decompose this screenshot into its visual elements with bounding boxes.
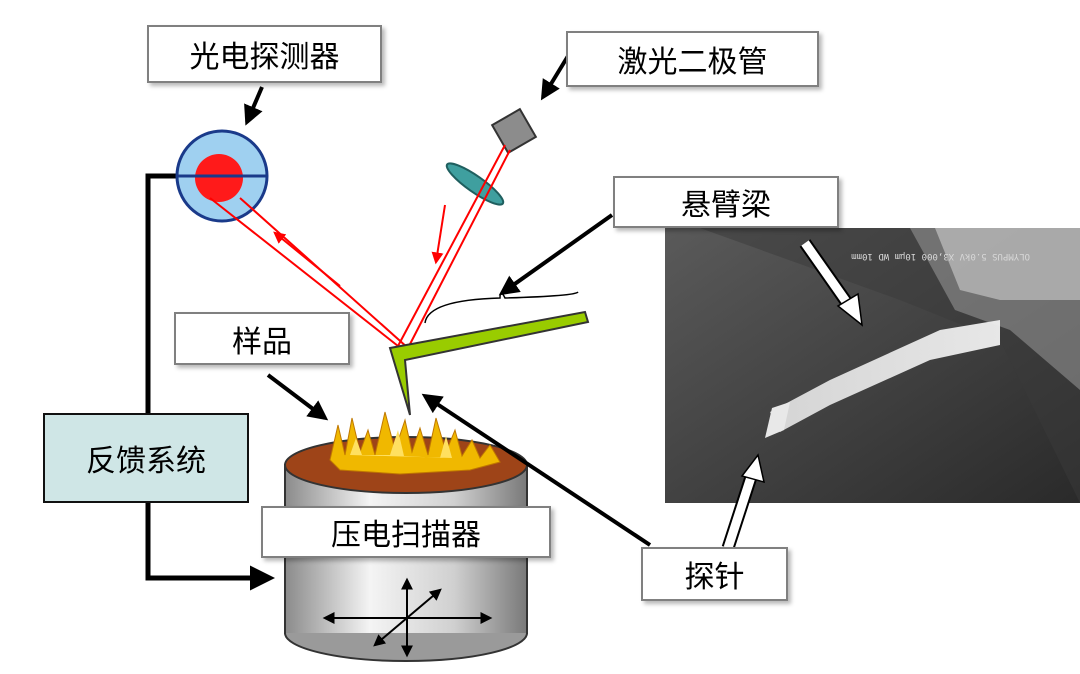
feedback-system-box: 反馈系统 xyxy=(43,413,249,503)
sample-surface xyxy=(329,411,501,475)
lens-icon xyxy=(445,162,505,206)
sample-label: 样品 xyxy=(174,312,350,365)
laser-diode-label: 激光二极管 xyxy=(566,31,819,87)
sem-caption: OLYMPUS 5.0kV X3,000 10μm WD 10mm xyxy=(851,251,1030,261)
laser-diode-icon xyxy=(490,107,538,155)
piezo-scanner-label: 压电扫描器 xyxy=(261,506,551,558)
laser-beams xyxy=(209,144,511,349)
cantilever-label: 悬臂梁 xyxy=(613,176,839,228)
cantilever-icon xyxy=(388,291,590,416)
pointer-arrows xyxy=(244,54,652,547)
feedback-wiring xyxy=(145,173,275,591)
photodetector-icon xyxy=(175,129,269,223)
xyz-axes-icon xyxy=(322,577,493,658)
probe-tip-label: 探针 xyxy=(641,547,788,601)
sem-micrograph: OLYMPUS 5.0kV X3,000 10μm WD 10mm xyxy=(665,228,1080,551)
photodetector-label: 光电探测器 xyxy=(147,25,382,83)
